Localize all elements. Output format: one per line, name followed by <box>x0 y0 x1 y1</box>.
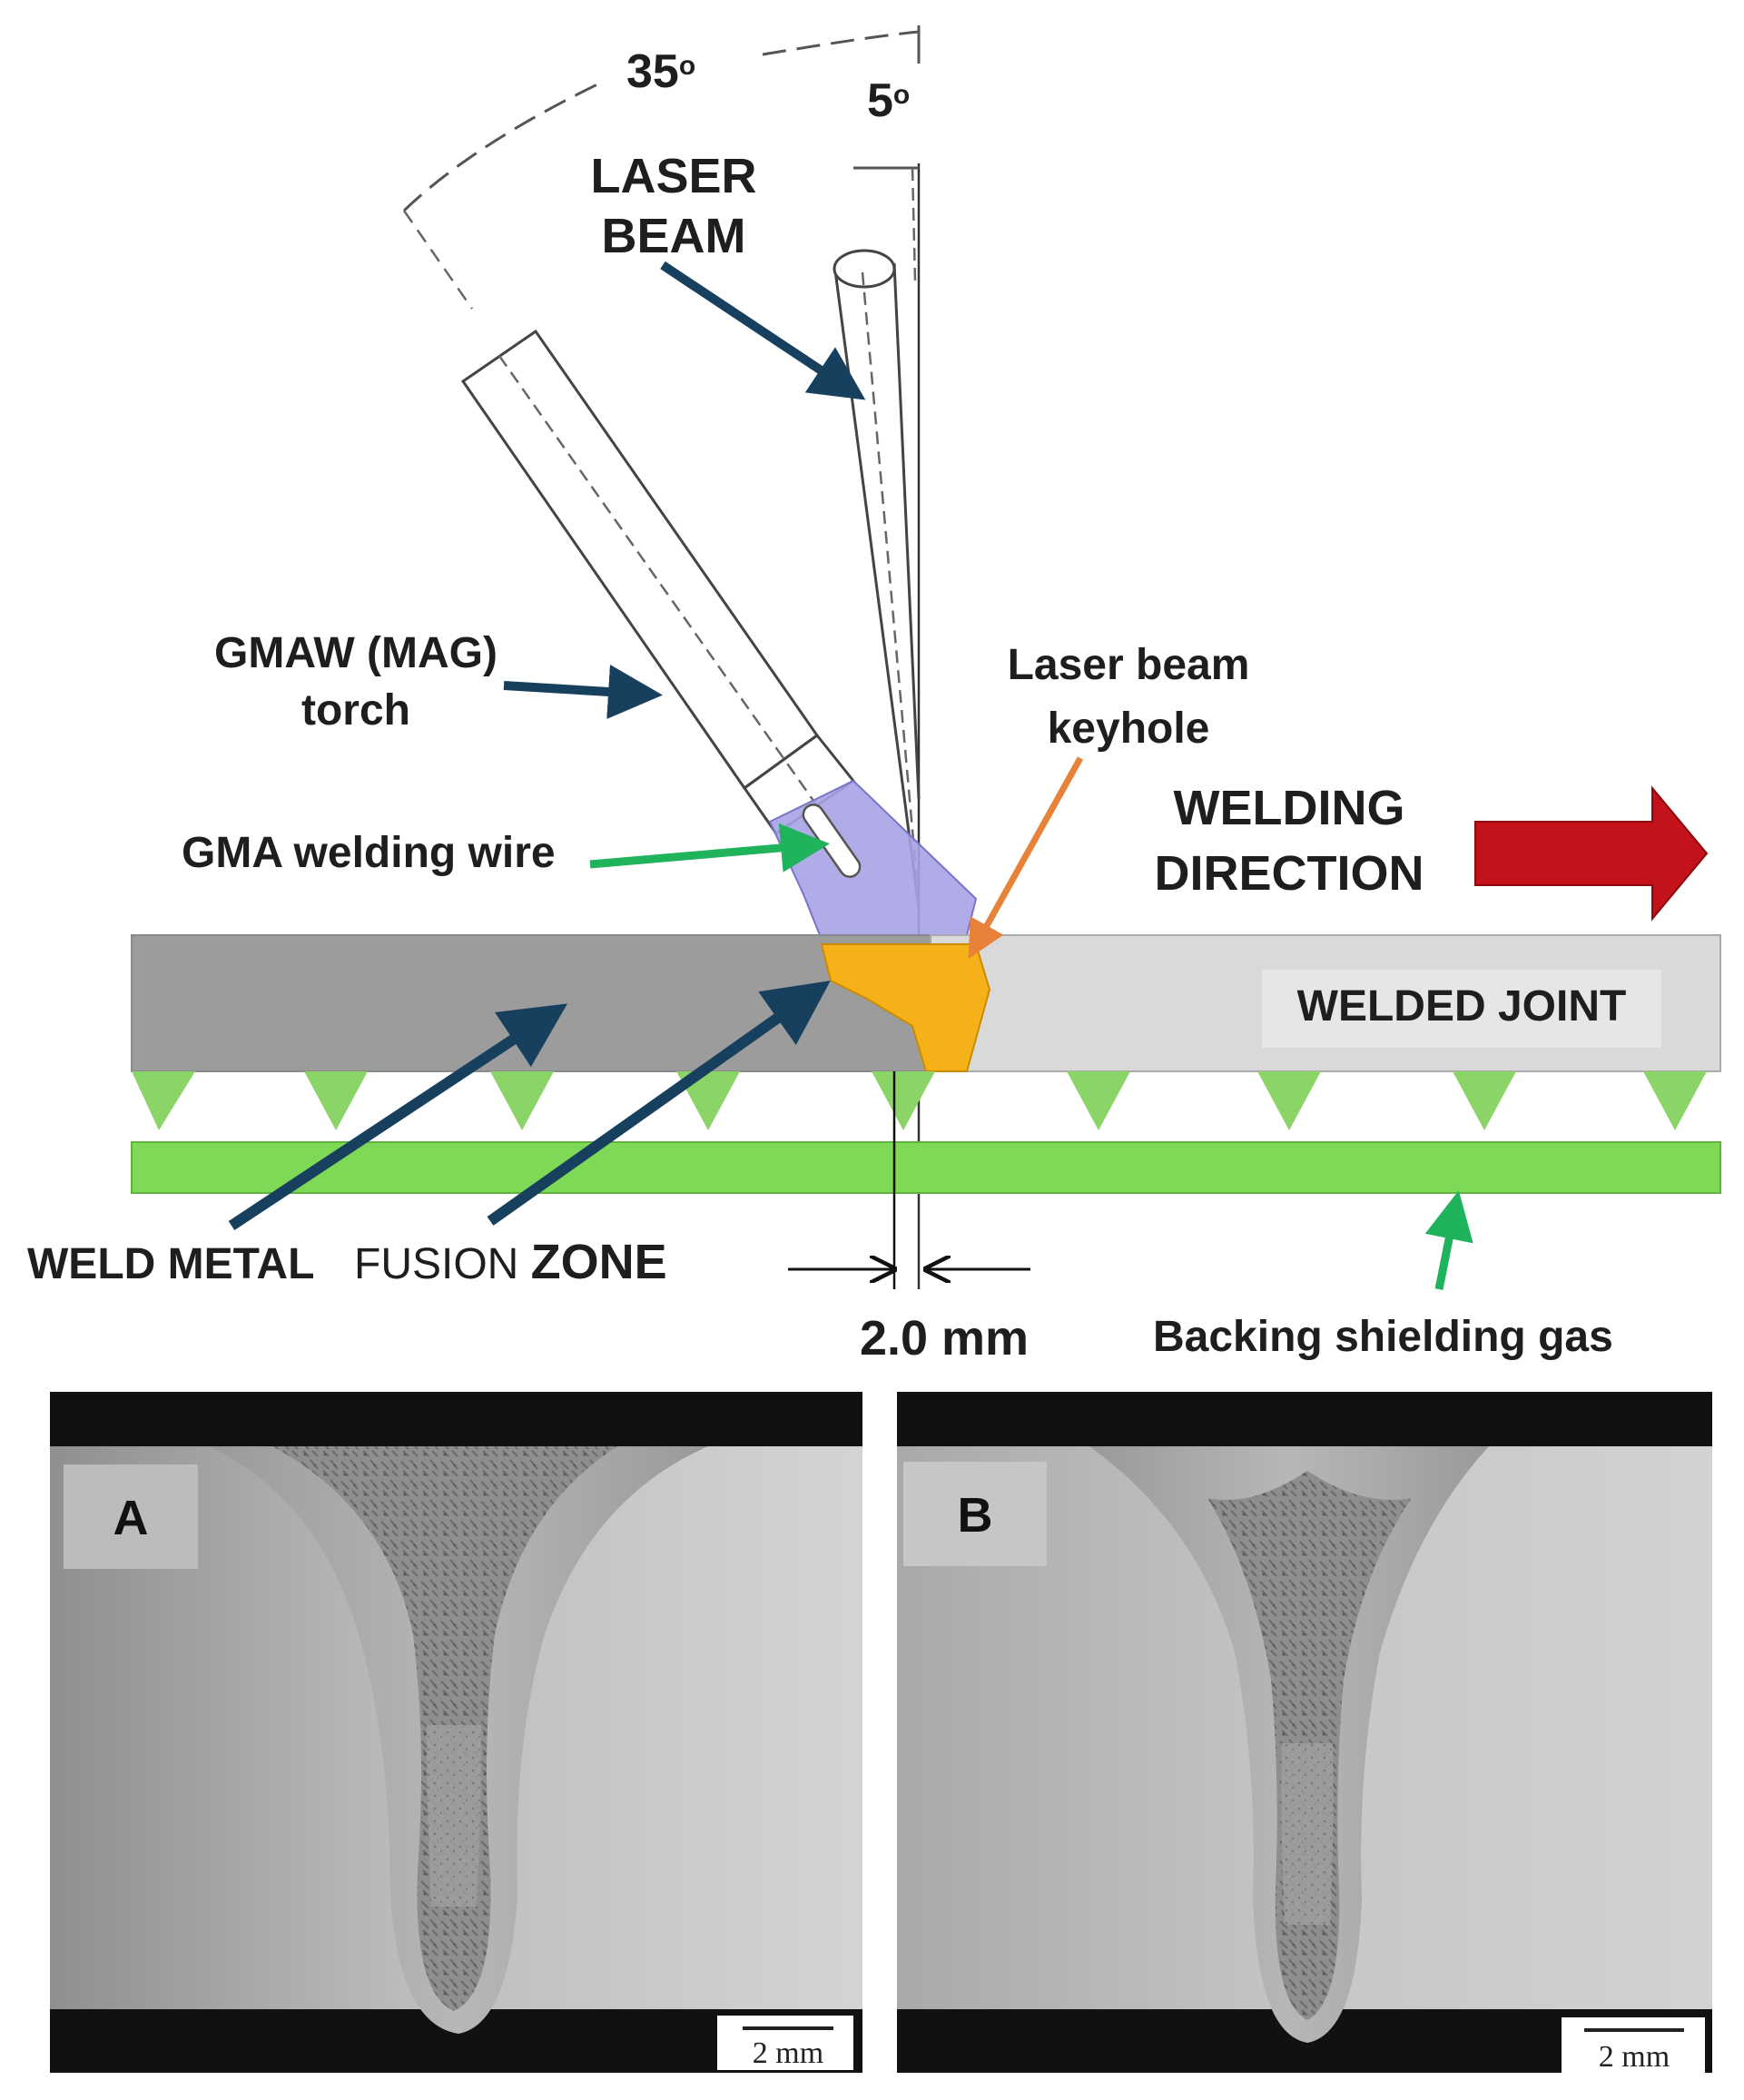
panel-b-scale-box <box>1562 2017 1705 2074</box>
laser-beam-label: LASER <box>590 149 756 203</box>
laser-beam-tube <box>833 167 921 909</box>
torch-label: GMAW (MAG) <box>214 629 498 677</box>
backing-gas-arrow <box>1424 1190 1473 1290</box>
torch-label-2: torch <box>301 686 410 735</box>
torch-angle-label: 35o <box>626 45 695 98</box>
keyhole-label: Laser beam <box>1008 641 1250 689</box>
laser-beam-label-2: BEAM <box>602 209 746 263</box>
panel-b-letter: B <box>958 1488 993 1543</box>
panel-a-scale: 2 mm <box>753 2036 823 2070</box>
distance-label: 2.0 mm <box>860 1311 1029 1365</box>
direction-label-2: DIRECTION <box>1155 846 1424 901</box>
weld-metal-label: WELD METAL <box>27 1240 314 1288</box>
welding-schematic: 35o 5o WELDED JOINT <box>27 25 1721 1365</box>
panel-a-letter: A <box>113 1491 149 1545</box>
backing-supports <box>132 1071 1707 1130</box>
panel-b-scale: 2 mm <box>1599 2040 1670 2074</box>
welded-joint-label: WELDED JOINT <box>1297 982 1627 1030</box>
direction-label: WELDING <box>1174 781 1405 835</box>
fusion-zone-label: FUSION ZONE <box>354 1235 667 1289</box>
keyhole-label-2: keyhole <box>1048 705 1210 753</box>
right-arrow-icon <box>1474 785 1709 922</box>
panel-a-scale-box <box>717 2016 853 2070</box>
micrograph-panel-a: A 2 mm <box>50 1392 862 2073</box>
panel-b-top-band <box>897 1392 1712 1446</box>
panel-b-letter-box <box>903 1462 1047 1566</box>
wire-label: GMA welding wire <box>182 829 556 877</box>
laser-angle-label: 5o <box>867 74 910 127</box>
welded-plate-left <box>131 934 931 1072</box>
laser-beam-arrow <box>660 261 866 400</box>
fusion-zone-arrow <box>487 981 831 1226</box>
panel-a-letter-box <box>64 1464 198 1569</box>
weld-metal-arrow <box>228 1003 568 1231</box>
wire-arrow <box>589 823 830 873</box>
torch-arrow <box>503 665 663 719</box>
panel-a-top-band <box>50 1392 862 1446</box>
gmaw-torch <box>402 210 856 845</box>
backing-gas-label: Backing shielding gas <box>1153 1313 1613 1361</box>
backing-gas-bar <box>131 1141 1721 1194</box>
micrograph-panel-b: B 2 mm <box>897 1392 1712 2074</box>
keyhole-arrow <box>968 756 1084 960</box>
welded-joint-label-box <box>1262 970 1661 1048</box>
angle-arc <box>402 30 920 212</box>
